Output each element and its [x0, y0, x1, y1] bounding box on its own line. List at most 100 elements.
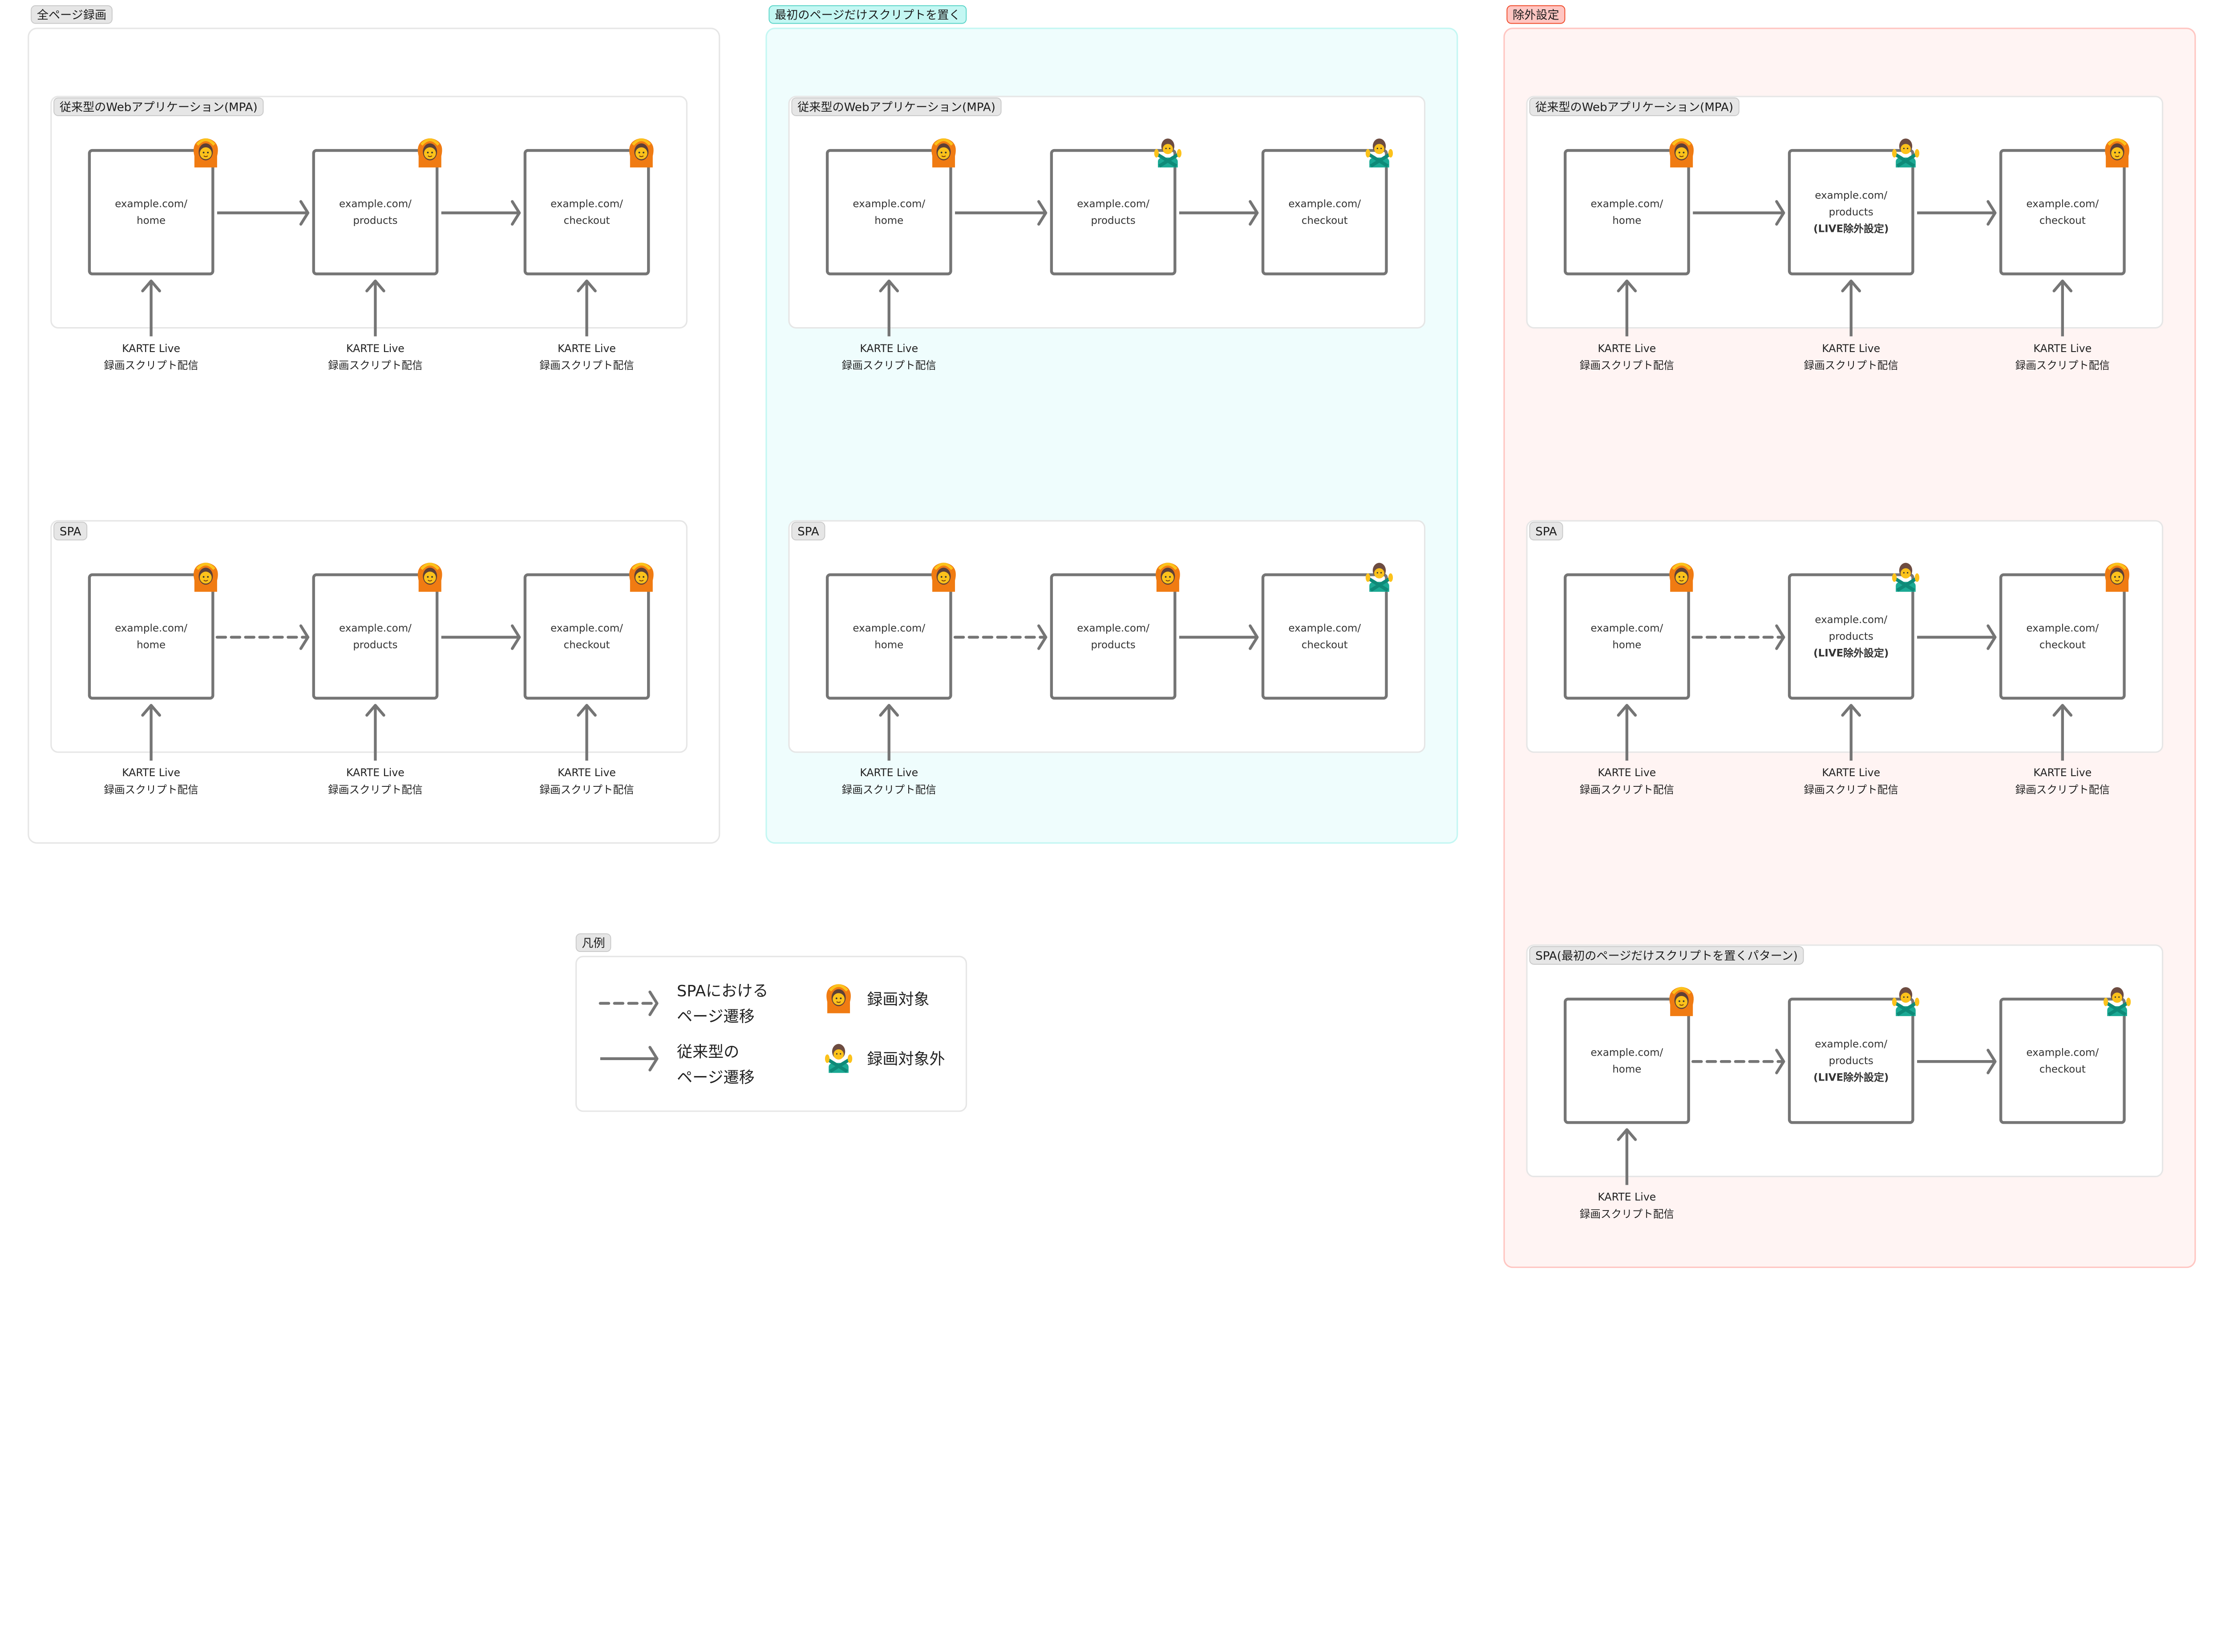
page-box — [1999, 149, 2126, 275]
page-node-products: example.com/products — [1050, 563, 1180, 700]
section-title-text: 全ページ録画 — [37, 8, 106, 22]
script-label-line1: KARTE Live — [2033, 766, 2092, 779]
page-url: example.com/ — [853, 198, 925, 210]
recorded-emoji-icon — [629, 138, 654, 167]
diagram-title-bg — [53, 522, 88, 541]
diagram-title-bg — [791, 522, 825, 541]
page-transition-arrow — [217, 200, 310, 226]
arrow-right-icon — [510, 200, 521, 226]
page-url: example.com/ — [1591, 623, 1663, 634]
legend-title: 凡例 — [575, 933, 611, 952]
diagram-title-bg — [1529, 522, 1563, 541]
page-transition-arrow — [1917, 200, 1997, 226]
page-url: example.com/ — [1591, 1047, 1663, 1058]
page-url: example.com/ — [339, 623, 412, 634]
page-box — [1261, 149, 1388, 275]
script-label-line1: KARTE Live — [2033, 342, 2092, 355]
legend-text: 従来型の — [677, 1043, 739, 1061]
script-label-line1: KARTE Live — [346, 766, 405, 779]
page-url: example.com/ — [853, 623, 925, 634]
diagram-1: 従来型のWebアプリケーション(MPA) example.com/homeKART… — [788, 96, 1426, 372]
script-label-line1: KARTE Live — [122, 766, 180, 779]
page-path: checkout — [2039, 640, 2086, 651]
diagram-title-text: SPA — [60, 525, 81, 539]
page-path: checkout — [564, 215, 610, 227]
page-url: example.com/ — [1077, 623, 1149, 634]
page-transition-arrow — [441, 200, 521, 226]
page-node-products: example.com/products(LIVE除外設定)KARTE Live… — [1788, 138, 1919, 372]
arrow-up-icon — [2052, 704, 2073, 717]
arrow-right-icon — [1986, 1049, 1997, 1074]
spa-transition-arrow — [1691, 624, 1785, 650]
diagram-title-text: 従来型のWebアプリケーション(MPA) — [60, 101, 258, 114]
page-path: home — [1612, 640, 1641, 651]
recorded-emoji-icon — [418, 138, 442, 167]
spa-transition-arrow — [215, 624, 310, 650]
page-url: example.com/ — [2026, 1047, 2099, 1058]
arrow-up-icon — [879, 279, 899, 292]
legend-text: ページ遷移 — [677, 1008, 755, 1026]
script-label-line2: 録画スクリプト配信 — [104, 784, 198, 796]
page-box — [1999, 997, 2126, 1124]
page-box — [1999, 573, 2126, 700]
script-label-line2: 録画スクリプト配信 — [842, 784, 936, 796]
page-path: products — [1829, 206, 1873, 218]
page-url: example.com/ — [1815, 190, 1887, 201]
page-url: example.com/ — [1077, 198, 1149, 210]
page-transition-arrow — [1917, 1049, 1997, 1074]
arrow-up-icon — [1617, 279, 1637, 292]
page-node-products: example.com/products — [1050, 138, 1181, 275]
arrow-right-icon — [1037, 200, 1048, 226]
spa-transition-arrow — [953, 624, 1048, 650]
page-box — [88, 573, 214, 700]
page-path: home — [1612, 1064, 1641, 1075]
page-path: home — [874, 640, 903, 651]
page-box — [1050, 149, 1177, 275]
recorded-emoji-icon — [1156, 563, 1180, 591]
page-url: example.com/ — [550, 623, 623, 634]
section-title: 最初のページだけスクリプトを置く — [769, 5, 967, 24]
arrow-up-icon — [365, 279, 385, 292]
diagram-title-text: 従来型のWebアプリケーション(MPA) — [797, 101, 995, 114]
script-label-line1: KARTE Live — [1598, 342, 1656, 355]
arrow-right-icon — [1037, 624, 1048, 650]
arrow-right-icon — [1775, 624, 1785, 650]
page-url: example.com/ — [1288, 623, 1361, 634]
arrow-up-icon — [1617, 1128, 1637, 1141]
page-node-products: example.com/products(LIVE除外設定) — [1788, 987, 1919, 1124]
script-label-line2: 録画スクリプト配信 — [539, 784, 634, 796]
page-url: example.com/ — [1288, 198, 1361, 210]
arrow-up-icon — [365, 704, 385, 717]
page-path: home — [137, 640, 166, 651]
diagram-title-bg — [53, 97, 264, 116]
diagram-title: 従来型のWebアプリケーション(MPA) — [791, 97, 1002, 116]
script-label-line2: 録画スクリプト配信 — [1804, 784, 1898, 796]
page-box — [825, 573, 952, 700]
recorded-emoji-icon — [2105, 138, 2129, 167]
script-label-line1: KARTE Live — [1598, 766, 1656, 779]
script-label-line1: KARTE Live — [1822, 766, 1880, 779]
page-transition-arrow — [441, 624, 521, 650]
section-title-text: 最初のページだけスクリプトを置く — [775, 8, 960, 22]
page-path: checkout — [1302, 215, 1348, 227]
script-label-line1: KARTE Live — [558, 766, 616, 779]
section-1: 全ページ録画従来型のWebアプリケーション(MPA)example.com/ho… — [28, 5, 720, 844]
diagram-1: 従来型のWebアプリケーション(MPA)example.com/homeKART… — [50, 96, 688, 372]
recorded-emoji-icon — [194, 563, 218, 591]
script-delivery: KARTE Live 録画スクリプト配信 — [1804, 704, 1898, 796]
diagram-title: 従来型のWebアプリケーション(MPA) — [1529, 97, 1740, 116]
